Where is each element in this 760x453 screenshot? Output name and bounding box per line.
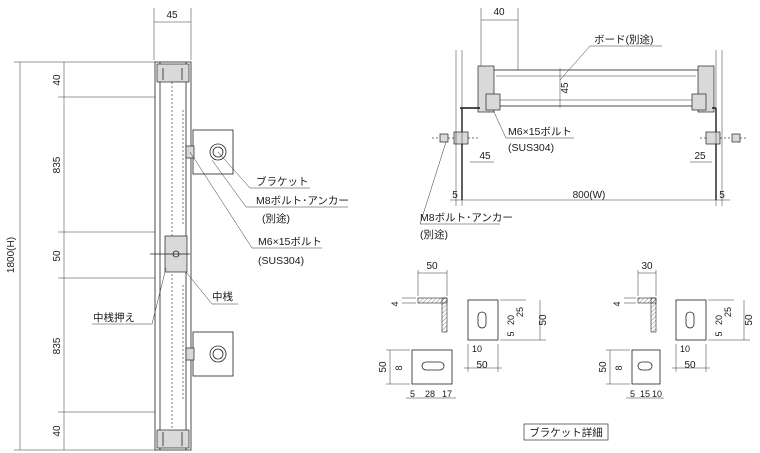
front-mid-rail bbox=[150, 235, 190, 273]
bracket-left-side-dim-2: 20 bbox=[506, 315, 516, 325]
bracket-right-bottom-dim-2: 15 bbox=[640, 389, 650, 399]
plan-anchor-right bbox=[700, 131, 748, 145]
bracket-left-side-height: 50 bbox=[538, 314, 549, 326]
bracket-right-side-dim-3: 25 bbox=[723, 307, 733, 317]
front-label-bracket: ブラケット bbox=[256, 175, 309, 188]
front-dim-seg-4: 835 bbox=[52, 337, 63, 354]
bracket-right-side-bottom-1: 10 bbox=[680, 344, 690, 354]
front-dim-seg-2: 835 bbox=[52, 156, 63, 173]
bracket-left-thickness: 4 bbox=[390, 301, 400, 306]
front-dim-total-value: 1800(H) bbox=[6, 237, 17, 273]
plan-label-bolt: M6×15ボルト bbox=[508, 126, 572, 138]
front-label-mid-rail-holder: 中桟押え bbox=[93, 311, 135, 324]
plan-dim-right-gap: 25 bbox=[694, 151, 706, 162]
plan-dim-side: 45 bbox=[559, 68, 571, 108]
plan-labels: ボード(別途) M6×15ボルト (SUS304) M8ボルト･アンカー (別途… bbox=[419, 33, 662, 241]
front-label-anchor-note: (別途) bbox=[262, 212, 290, 225]
bracket-left-side-dim-3: 25 bbox=[515, 307, 525, 317]
bracket-right-side-dim-2: 20 bbox=[714, 315, 724, 325]
bracket-left-bottom-dim-3: 17 bbox=[442, 389, 452, 399]
front-dim-seg-5: 40 bbox=[52, 425, 63, 437]
front-dim-top-value: 45 bbox=[166, 10, 178, 21]
bracket-right-bottom-dim-3: 10 bbox=[652, 389, 662, 399]
bracket-right-width: 30 bbox=[641, 261, 653, 272]
bracket-detail-right: 30 4 5 20 25 50 10 50 50 8 5 15 10 bbox=[598, 261, 755, 399]
plan-dim-side-value: 45 bbox=[560, 82, 571, 94]
plan-dim-top-value: 40 bbox=[493, 7, 505, 18]
plan-board bbox=[489, 69, 703, 107]
bracket-right-bottom-mark: 8 bbox=[614, 365, 624, 370]
bracket-right-side-bottom-2: 50 bbox=[684, 360, 696, 371]
plan-dim-top: 40 bbox=[480, 7, 519, 70]
plan-post-right bbox=[691, 65, 717, 200]
front-label-mid-rail: 中桟 bbox=[212, 290, 233, 303]
front-bracket-upper bbox=[185, 129, 234, 175]
bracket-left-bottom-height: 50 bbox=[378, 361, 389, 373]
plan-dim-bolt-offset: 45 bbox=[479, 151, 491, 162]
bracket-detail-caption: ブラケット詳細 bbox=[523, 423, 609, 441]
plan-label-anchor-note: (別途) bbox=[420, 228, 448, 241]
bracket-left-side-dim-1: 5 bbox=[506, 331, 516, 336]
front-dim-top: 45 bbox=[153, 8, 192, 60]
front-bracket-lower bbox=[185, 331, 234, 377]
plan-dim-right-offset: 5 bbox=[719, 190, 725, 201]
bracket-left-width: 50 bbox=[426, 261, 438, 272]
plan-label-anchor-bolt: M8ボルト･アンカー bbox=[420, 212, 513, 224]
front-dim-seg-3: 50 bbox=[52, 250, 63, 262]
plan-dim-width: 800(W) bbox=[573, 190, 606, 201]
bracket-right-side-dim-1: 5 bbox=[714, 331, 724, 336]
plan-anchor-left bbox=[432, 131, 478, 145]
plan-dims-bottom: 5 800(W) 5 45 25 bbox=[450, 151, 730, 201]
bracket-left-bottom-mark: 8 bbox=[394, 365, 404, 370]
plan-label-bolt-material: (SUS304) bbox=[508, 142, 554, 154]
bracket-detail-left: 50 4 5 20 25 50 10 50 50 8 5 28 17 bbox=[378, 261, 549, 399]
front-label-anchor-bolt: M8ボルト･アンカー bbox=[256, 195, 349, 207]
bracket-right-bottom-dim-1: 5 bbox=[630, 389, 635, 399]
front-dim-total: 1800(H) bbox=[6, 61, 155, 451]
bracket-left-bottom-dim-1: 5 bbox=[410, 389, 415, 399]
front-labels: ブラケット M8ボルト･アンカー (別途) M6×15ボルト (SUS304) … bbox=[92, 151, 349, 325]
plan-label-board: ボード(別途) bbox=[594, 33, 654, 46]
bracket-left-side-bottom-2: 50 bbox=[476, 360, 488, 371]
plan-view: 40 45 bbox=[419, 7, 748, 241]
bracket-left-side-bottom-1: 10 bbox=[472, 344, 482, 354]
front-view: 45 1800(H) 40 835 50 835 40 bbox=[6, 8, 349, 451]
front-label-bolt: M6×15ボルト bbox=[258, 236, 322, 248]
bracket-right-bottom-height: 50 bbox=[598, 361, 609, 373]
front-dim-seg-1: 40 bbox=[52, 74, 63, 86]
front-dim-segments: 40 835 50 835 40 bbox=[52, 62, 155, 450]
bracket-detail-caption-text: ブラケット詳細 bbox=[529, 426, 603, 439]
bracket-left-bottom-dim-2: 28 bbox=[425, 389, 435, 399]
plan-dim-left-offset: 5 bbox=[452, 190, 458, 201]
bracket-right-side-height: 50 bbox=[744, 314, 755, 326]
bracket-right-thickness: 4 bbox=[612, 301, 622, 306]
front-label-bolt-material: (SUS304) bbox=[258, 255, 304, 267]
